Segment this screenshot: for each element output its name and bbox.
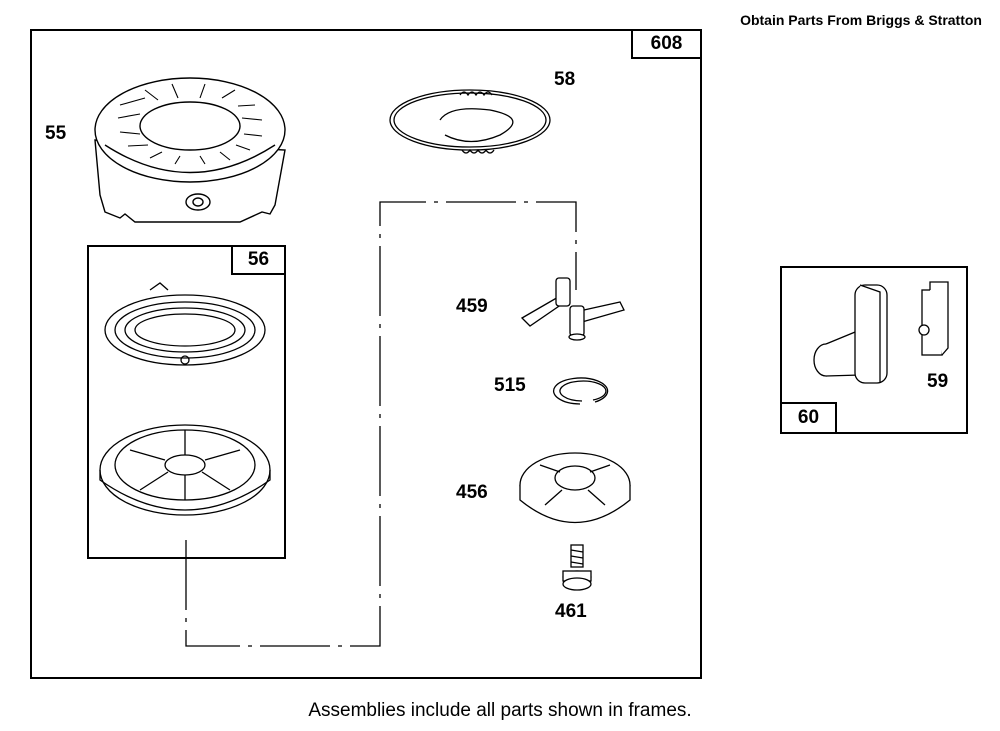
rope-drawing bbox=[389, 89, 551, 154]
frame-56-tab bbox=[231, 245, 286, 275]
part-label-515: 515 bbox=[494, 375, 526, 396]
screw-drawing bbox=[562, 544, 592, 591]
source-note: Obtain Parts From Briggs & Stratton bbox=[740, 12, 982, 28]
frame-60-label: 60 bbox=[797, 407, 820, 428]
frame-60 bbox=[780, 266, 968, 434]
frame-608-tab bbox=[631, 29, 702, 59]
part-label-58: 58 bbox=[554, 69, 576, 90]
assembly-lines bbox=[185, 201, 577, 647]
cam-drawing bbox=[519, 452, 631, 524]
part-label-459: 459 bbox=[456, 296, 488, 317]
insert-drawing bbox=[918, 281, 949, 356]
pawl-drawing bbox=[520, 277, 625, 341]
handle-drawing bbox=[813, 284, 888, 384]
assembly-note: Assemblies include all parts shown in fr… bbox=[308, 700, 692, 721]
part-label-461: 461 bbox=[555, 601, 587, 622]
housing-drawing bbox=[94, 77, 286, 223]
frame-56-label: 56 bbox=[247, 249, 270, 270]
frame-60-tab bbox=[780, 402, 837, 434]
part-label-55: 55 bbox=[45, 123, 67, 144]
spring-pulley-drawing bbox=[99, 282, 271, 516]
frame-608 bbox=[30, 29, 702, 679]
ring-drawing bbox=[552, 377, 609, 405]
part-label-59: 59 bbox=[927, 371, 949, 392]
part-label-456: 456 bbox=[456, 482, 488, 503]
frame-608-label: 608 bbox=[650, 33, 683, 54]
